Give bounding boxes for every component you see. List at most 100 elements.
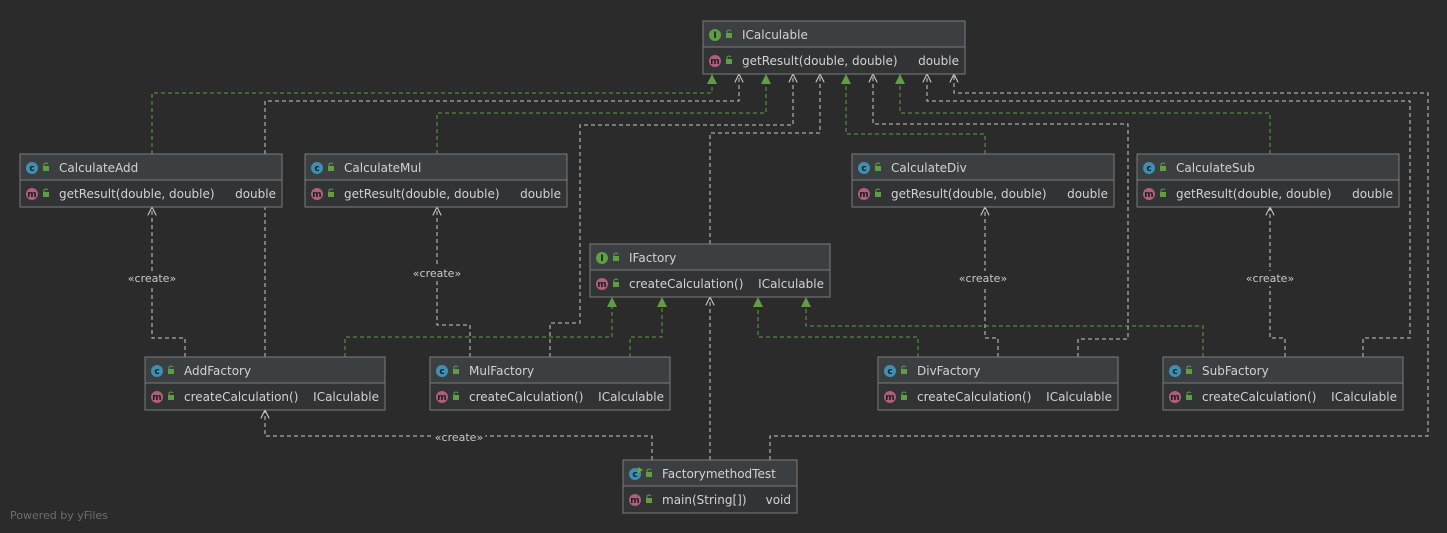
realization-edge-sub_factory-to-ifactory xyxy=(801,297,1204,357)
member-return-type: void xyxy=(766,493,791,507)
svg-text:c: c xyxy=(861,164,866,174)
edge-line xyxy=(436,74,771,154)
svg-text:c: c xyxy=(439,367,444,377)
public-visibility-icon xyxy=(726,55,732,64)
dependency-edge-mul_factory-to-calculate_mul xyxy=(437,207,471,357)
node-header xyxy=(145,357,385,383)
svg-text:c: c xyxy=(154,367,159,377)
node-title: ICalculable xyxy=(742,28,808,42)
member-return-type: double xyxy=(520,187,561,201)
member-return-type: double xyxy=(235,187,276,201)
svg-text:I: I xyxy=(600,254,603,264)
public-visibility-icon xyxy=(646,468,652,477)
svg-text:c: c xyxy=(1172,367,1177,377)
node-title: DivFactory xyxy=(917,364,981,378)
method-icon: m xyxy=(858,188,870,200)
uml-node-ifactory[interactable]: I IFactory m createCalculation() ICalculable xyxy=(589,243,831,298)
method-icon: m xyxy=(884,391,896,403)
node-header xyxy=(590,244,830,270)
realization-edge-calculate_add-to-icalculable xyxy=(151,74,717,154)
method-icon: m xyxy=(629,494,641,506)
powered-by-footer: Powered by yFiles xyxy=(10,509,108,522)
public-visibility-icon xyxy=(875,162,881,171)
node-title: CalculateMul xyxy=(344,161,421,175)
nodes-layer: I ICalculable m getResult(double, double) do… xyxy=(19,20,1404,514)
dependency-edge-add_factory-to-calculate_add xyxy=(152,207,186,357)
public-visibility-icon xyxy=(1160,162,1166,171)
create-stereotype-label: «create» xyxy=(1246,272,1294,285)
method-icon: m xyxy=(436,391,448,403)
svg-text:m: m xyxy=(630,496,639,506)
member-return-type: double xyxy=(918,54,959,68)
member-row[interactable]: m createCalculation() ICalculable xyxy=(596,277,824,291)
edge-line xyxy=(264,74,739,357)
svg-text:m: m xyxy=(1170,393,1179,403)
dependency-edge-add_factory-to-icalculable xyxy=(264,74,739,357)
node-header xyxy=(1163,357,1403,383)
member-return-type: ICalculable xyxy=(313,390,379,404)
svg-text:I: I xyxy=(713,31,716,41)
edge-line xyxy=(985,207,999,357)
svg-text:m: m xyxy=(312,190,321,200)
member-signature: createCalculation() xyxy=(629,277,743,291)
public-visibility-icon xyxy=(328,162,334,171)
class-icon: c xyxy=(1169,365,1181,377)
method-icon: m xyxy=(596,278,608,290)
member-row[interactable]: m getResult(double, double) double xyxy=(311,187,561,201)
node-title: IFactory xyxy=(629,251,676,265)
dependency-edge-mul_factory-to-icalculable xyxy=(549,74,793,357)
edge-line xyxy=(629,297,667,357)
class-icon: c xyxy=(436,365,448,377)
class-icon: c xyxy=(1143,162,1155,174)
dependency-edge-div_factory-to-calculate_div xyxy=(985,207,999,357)
create-stereotype-label: «create» xyxy=(128,272,176,285)
node-header xyxy=(703,21,965,47)
create-stereotype-label: «create» xyxy=(413,267,461,280)
svg-text:m: m xyxy=(597,280,606,290)
public-visibility-icon xyxy=(875,188,881,197)
edge-line xyxy=(152,207,186,357)
member-signature: createCalculation() xyxy=(184,390,298,404)
interface-icon: I xyxy=(709,29,721,41)
dependency-edge-div_factory-to-icalculable xyxy=(873,74,1129,357)
member-signature: getResult(double, double) xyxy=(742,54,898,68)
labels-layer: «create»«create»«create»«create»«create» xyxy=(125,266,1297,445)
svg-text:m: m xyxy=(1144,190,1153,200)
public-visibility-icon xyxy=(328,188,334,197)
class-icon: c xyxy=(26,162,38,174)
public-visibility-icon xyxy=(43,162,49,171)
label-background xyxy=(125,271,179,286)
edges-layer xyxy=(151,74,1429,460)
member-return-type: ICalculable xyxy=(758,277,824,291)
node-header xyxy=(1137,154,1399,180)
public-visibility-icon xyxy=(901,365,907,374)
edge-line xyxy=(549,74,793,357)
svg-text:c: c xyxy=(887,367,892,377)
svg-text:m: m xyxy=(885,393,894,403)
edge-line xyxy=(709,74,820,244)
edge-line xyxy=(895,74,1271,154)
member-signature: getResult(double, double) xyxy=(344,187,500,201)
public-visibility-icon xyxy=(613,278,619,287)
